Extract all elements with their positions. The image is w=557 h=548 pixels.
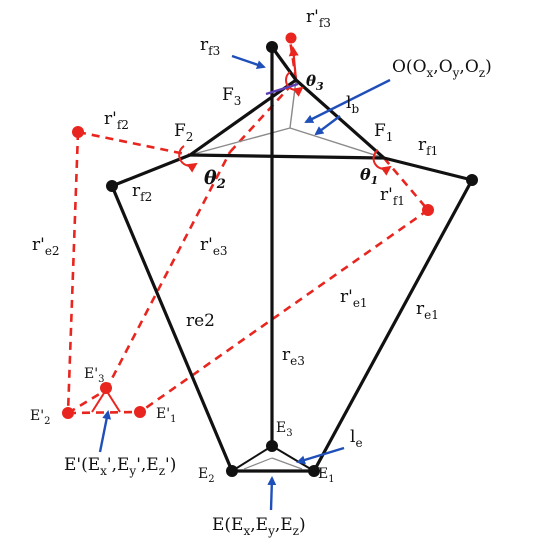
virtual-joint-rf3 xyxy=(285,32,297,44)
label-le: le xyxy=(350,427,363,450)
rf2-arm xyxy=(111,153,191,188)
label-rf3: rf3 xyxy=(200,35,220,58)
F3-pointer xyxy=(265,82,299,96)
rf2-left xyxy=(189,78,297,157)
label-theta3: θ3 xyxy=(306,72,324,93)
label-theta2: θ2 xyxy=(204,167,226,192)
real-chains xyxy=(110,46,474,473)
base-edge-F2F1 xyxy=(189,153,385,160)
label-rf2: rf2 xyxy=(132,181,152,204)
label-F1: F1 xyxy=(374,121,393,144)
virtual-chains xyxy=(66,39,429,415)
label-E2: E2 xyxy=(198,466,215,485)
rf3-arm xyxy=(270,46,298,81)
virtual-re1 xyxy=(139,208,429,414)
real-joints xyxy=(106,41,478,477)
label-F2: F2 xyxy=(174,121,193,144)
Ep-arrow xyxy=(98,410,112,453)
label-re1: re1 xyxy=(416,299,439,322)
moving-platform xyxy=(231,445,315,472)
re1-link xyxy=(312,179,474,472)
virtual-platform-base xyxy=(67,410,141,415)
label-re2p: r'e2 xyxy=(32,235,60,258)
O-arrow xyxy=(304,78,391,124)
label-re2: re2 xyxy=(186,311,215,331)
base-plate xyxy=(189,79,385,159)
label-rf3p: r'f3 xyxy=(306,7,331,30)
label-E3: E3 xyxy=(276,420,293,439)
theta1-arc xyxy=(372,149,392,176)
rf1-left xyxy=(294,78,386,160)
rf1-arm xyxy=(383,156,473,182)
virtual-joint-E3p xyxy=(100,382,112,394)
rf3-arrow xyxy=(231,54,266,69)
virtual-rf2-upper xyxy=(77,130,191,157)
virtual-joint-E1p xyxy=(134,406,146,418)
E-arrow xyxy=(267,476,277,511)
virtual-rf2-lower xyxy=(66,131,80,414)
label-E3p: E'3 xyxy=(84,366,104,385)
re2-link xyxy=(110,185,234,472)
virtual-joint-rf2 xyxy=(72,126,84,138)
label-rf1p: r'f1 xyxy=(380,185,405,208)
label-theta1: θ1 xyxy=(360,165,378,187)
label-lb: lb xyxy=(346,93,359,116)
virtual-re3-top xyxy=(229,79,297,153)
label-E2p: E'2 xyxy=(30,408,50,427)
joint-E3 xyxy=(266,440,278,452)
joint-rf2 xyxy=(106,180,118,192)
label-F3: F3 xyxy=(222,85,241,108)
virtual-rf1 xyxy=(383,157,429,211)
label-re3p: r'e3 xyxy=(200,235,228,258)
virtual-re2 xyxy=(67,388,107,415)
label-rf1: rf1 xyxy=(418,135,438,158)
label-E1p: E'1 xyxy=(156,406,176,425)
labels: rf3 r'f3 F3 θ3 O(Ox,Oy,Oz) lb r'f2 F2 F1… xyxy=(30,7,492,538)
joint-rf1 xyxy=(466,174,478,186)
theta2-arc xyxy=(178,145,198,173)
virtual-joint-rf1 xyxy=(422,204,434,216)
virtual-platform xyxy=(91,389,121,413)
label-re1p: r'e1 xyxy=(340,287,368,310)
label-re3: re3 xyxy=(282,345,305,368)
virtual-joints xyxy=(62,32,434,419)
virtual-re3 xyxy=(104,151,232,391)
joint-top xyxy=(266,41,278,53)
le-arrow xyxy=(296,446,345,465)
label-O: O(Ox,Oy,Oz) xyxy=(392,57,492,80)
virtual-rf3-arrow xyxy=(288,46,299,81)
label-E1: E1 xyxy=(318,466,335,485)
label-rf2p: r'f2 xyxy=(104,109,129,132)
joint-E2 xyxy=(226,465,238,477)
joint-E1 xyxy=(308,465,320,477)
blue-arrows xyxy=(98,54,391,511)
virtual-joint-E2p xyxy=(62,407,74,419)
lb-arrow xyxy=(314,115,341,136)
label-E: E(Ex,Ey,Ez) xyxy=(212,515,306,538)
label-Ep: E'(Ex',Ey',Ez') xyxy=(64,455,176,478)
